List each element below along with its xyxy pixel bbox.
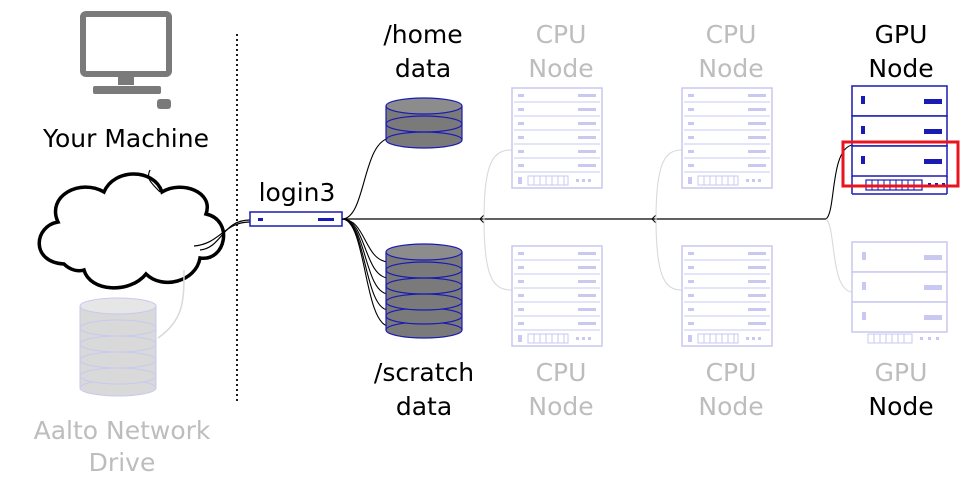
login-node-icon [249, 211, 343, 227]
link-cpu-top-1 [483, 149, 513, 220]
gpu-node-bottom-rack-icon [851, 241, 948, 344]
selected-gpu-highlight [841, 140, 960, 188]
cpu-node-top-2-label-line2: Node [698, 54, 764, 83]
gpu-node-top-rack-icon [851, 85, 948, 195]
gpu-node-top-label-line2: Node [868, 54, 934, 83]
cpu-node-bottom-2-label-line1: CPU [705, 358, 757, 387]
scratch-label-line1: /scratch [373, 358, 475, 387]
link-gpu-top [825, 144, 853, 220]
link-cpu-top-2 [655, 149, 683, 220]
cpu-node-bottom-1-label-line1: CPU [535, 358, 587, 387]
home-label-line1: /home [383, 20, 463, 49]
cpu-node-bottom-2-label-line2: Node [698, 392, 764, 421]
gpu-node-top-label-line1: GPU [874, 20, 928, 49]
cpu-node-top-1-label-line2: Node [528, 54, 594, 83]
trunk-junction-1 [479, 214, 485, 224]
cloud-to-login-link [199, 219, 251, 251]
storage-links [341, 137, 391, 327]
cpu-node-top-2-label-line1: CPU [705, 20, 757, 49]
scratch-storage-database-icon [385, 243, 463, 339]
gpu-node-bottom-label-line1: GPU [874, 358, 928, 387]
aalto-drive-database-icon [79, 297, 157, 397]
computer-icon [80, 11, 172, 109]
cpu-node-top-1-rack-icon [511, 87, 603, 189]
home-label-line2: data [394, 54, 452, 83]
cloud-to-login-link-2 [193, 221, 251, 247]
cpu-node-top-1-label-line1: CPU [535, 20, 587, 49]
link-cpu-bottom-2 [655, 218, 683, 291]
aalto-drive-label-line2: Drive [88, 448, 156, 477]
scratch-label-line2: data [395, 392, 453, 421]
aalto-drive-label-line1: Aalto Network [33, 416, 211, 445]
home-storage-database-icon [385, 97, 463, 149]
trunk-junction-2 [651, 214, 657, 224]
link-gpu-bottom [825, 218, 853, 293]
internet-cloud-icon [37, 169, 226, 290]
your-machine-label: Your Machine [43, 124, 209, 153]
drive-link [157, 269, 185, 339]
cpu-node-top-2-rack-icon [681, 87, 773, 189]
cpu-node-bottom-2-rack-icon [681, 245, 773, 347]
login-node-label: login3 [258, 178, 336, 207]
cpu-node-bottom-1-rack-icon [511, 245, 603, 347]
gpu-node-bottom-label-line2: Node [868, 392, 934, 421]
link-cpu-bottom-1 [483, 218, 513, 291]
cpu-node-bottom-1-label-line2: Node [528, 392, 594, 421]
